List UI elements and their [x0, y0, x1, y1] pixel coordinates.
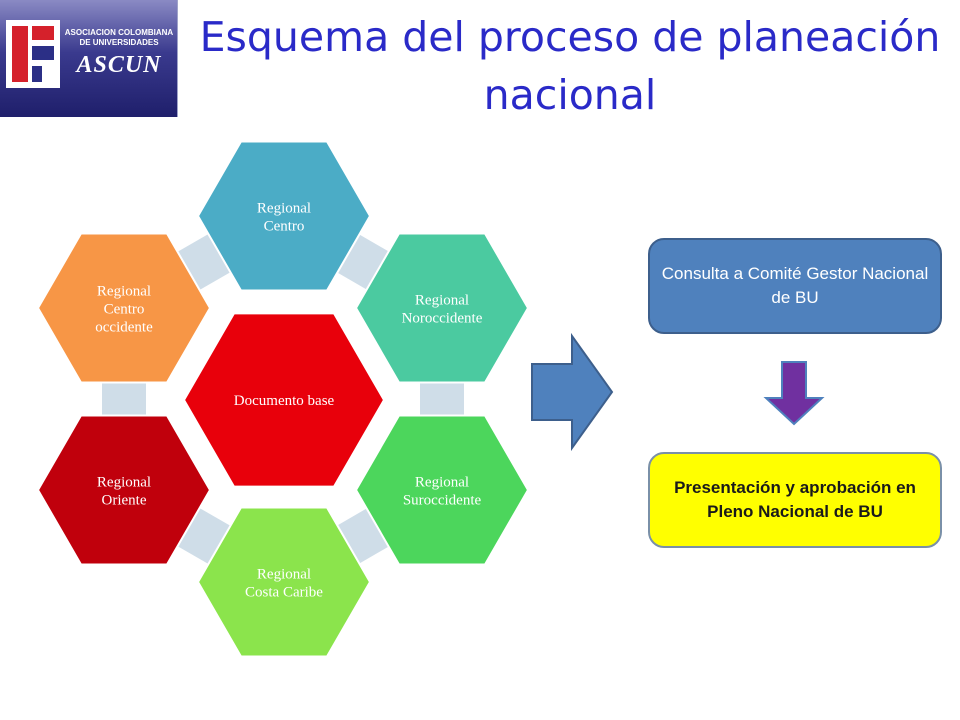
hex-oriente-shape	[36, 414, 212, 566]
connector-shape	[102, 370, 146, 428]
hex-costa-caribe-label-line: Costa Caribe	[245, 584, 323, 600]
hex-noroccidente-label-line: Regional	[415, 292, 469, 308]
hex-costa-caribe-shape	[196, 506, 372, 658]
hex-oriente-label-line: Oriente	[102, 492, 147, 508]
slide-title-line2: nacional	[483, 71, 657, 119]
hex-centro-occidente-label-line: occidente	[95, 319, 153, 335]
connector-shape	[420, 370, 464, 428]
slide-title: Esquema del proceso de planeación nacion…	[180, 8, 960, 124]
hex-centro-label-line: Centro	[264, 218, 305, 234]
hex-suroccidente-label-line: Regional	[415, 474, 469, 490]
hex-suroccidente-shape	[354, 414, 530, 566]
hex-noroccidente-label-line: Noroccidente	[402, 310, 483, 326]
ascun-logo: ASOCIACION COLOMBIANA DE UNIVERSIDADES A…	[0, 0, 178, 117]
hex-oriente-label-line: Regional	[97, 474, 151, 490]
hex-centro-occidente-label-line: Regional	[97, 283, 151, 299]
hex-center-label: Documento base	[234, 393, 335, 409]
ascun-logo-mark	[6, 20, 60, 88]
slide-title-line1: Esquema del proceso de planeación	[199, 13, 941, 61]
big-right-arrow-icon	[531, 332, 614, 452]
hex-centro-occidente-label-line: Centro	[104, 301, 145, 317]
hex-noroccidente-shape	[354, 232, 530, 384]
logo-subtitle: ASOCIACION COLOMBIANA DE UNIVERSIDADES	[64, 28, 174, 47]
logo-wordmark: ASCUN	[76, 52, 162, 78]
hex-suroccidente-label-line: Suroccidente	[403, 492, 482, 508]
hex-costa-caribe-label-line: Regional	[257, 566, 311, 582]
down-arrow-icon	[763, 361, 825, 426]
hex-centro-occidente-shape	[36, 232, 212, 384]
hex-center-shape	[182, 312, 386, 488]
hexes-layer: RegionalCentroRegionalNoroccidenteRegion…	[36, 140, 530, 658]
arrow-layer	[531, 332, 825, 452]
hex-centro-label-line: Regional	[257, 200, 311, 216]
step-aprobacion-box: Presentación y aprobación en Pleno Nacio…	[648, 452, 942, 548]
step-consulta-box: Consulta a Comité Gestor Nacional de BU	[648, 238, 942, 334]
hex-centro-shape	[196, 140, 372, 292]
hex-center: Documento base	[182, 312, 386, 488]
